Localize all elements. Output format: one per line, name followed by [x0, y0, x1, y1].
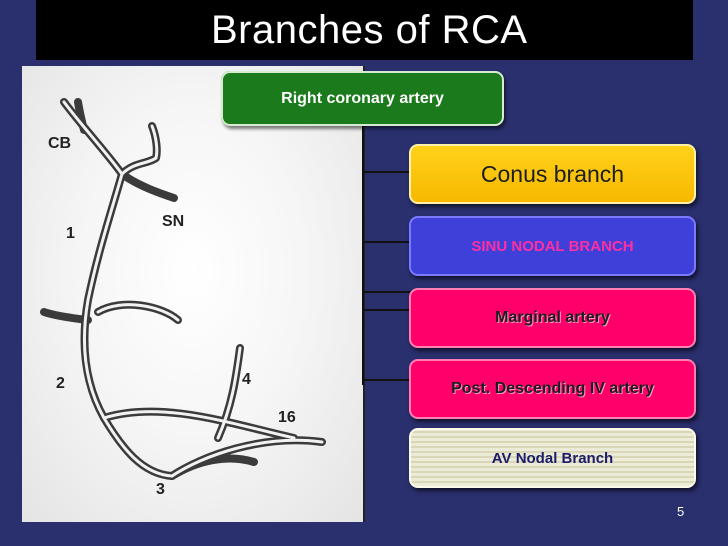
title-bar: Branches of RCA [36, 0, 693, 60]
root-label: Right coronary artery [281, 89, 444, 107]
artery-diagram-panel: CB SN 1 2 3 4 16 [22, 66, 365, 522]
av-nodal-branch-box: AV Nodal Branch [409, 428, 696, 488]
branch-label: Marginal artery [495, 309, 610, 326]
branch-label: Post. Descending IV artery [451, 380, 654, 397]
branch-connector-lines [362, 120, 411, 385]
marginal-artery-box: Marginal artery [409, 288, 696, 348]
branch-label: AV Nodal Branch [491, 449, 614, 467]
sinu-nodal-branch-box: SINU NODAL BRANCH [409, 216, 696, 276]
sinus-node-vessel [118, 122, 161, 178]
branch-label: Conus branch [480, 160, 625, 187]
slide-title: Branches of RCA [211, 8, 528, 52]
label-3: 3 [156, 481, 165, 498]
conus-branch-box: Conus branch [409, 144, 696, 204]
label-cb: CB [48, 135, 71, 152]
label-sn: SN [162, 213, 184, 230]
post-descending-artery-box: Post. Descending IV artery [409, 359, 696, 419]
label-2: 2 [56, 375, 65, 392]
label-4: 4 [242, 371, 251, 388]
branch-label: SINU NODAL BRANCH [471, 237, 634, 255]
page-number: 5 [677, 504, 685, 519]
artery-diagram: CB SN 1 2 3 4 16 [40, 98, 326, 498]
rca-main-vessel [80, 170, 176, 480]
label-16: 16 [278, 409, 296, 426]
label-1: 1 [66, 225, 75, 242]
right-coronary-artery-box: Right coronary artery [221, 71, 504, 126]
